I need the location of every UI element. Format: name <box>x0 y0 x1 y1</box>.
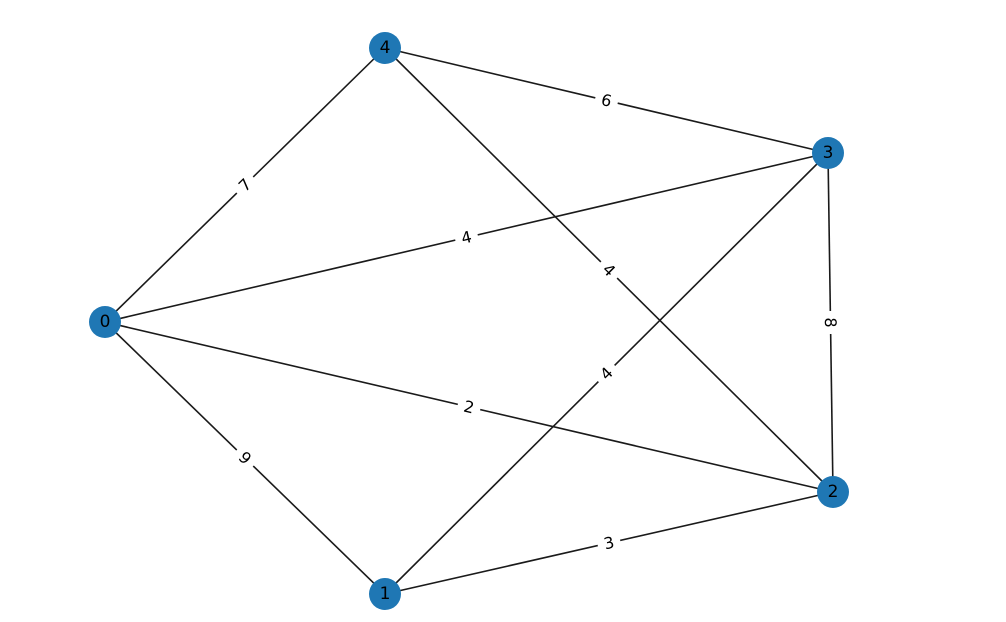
edge-weight-label: 4 <box>459 227 473 248</box>
edge-weight-group-0-2: 2 <box>455 394 483 420</box>
edge-weight-label: 2 <box>462 397 476 418</box>
edge-weight-bg <box>229 442 261 474</box>
graph-node-1 <box>369 578 401 610</box>
node-label-1: 1 <box>380 584 391 604</box>
graph-node-0 <box>89 306 121 338</box>
edge-weight-bg <box>593 254 625 286</box>
edge-weight-bg <box>455 394 483 420</box>
edge-weight-label: 6 <box>599 90 613 111</box>
node-label-2: 2 <box>828 482 839 502</box>
edge-weight-group-3-2: 8 <box>819 310 842 335</box>
node-label-3: 3 <box>823 143 834 163</box>
graph-node-2 <box>817 476 849 508</box>
graph-node-4 <box>369 32 401 64</box>
edge-weight-bg <box>819 310 842 335</box>
edge-weight-group-1-2: 3 <box>595 530 623 556</box>
edge-weight-label: 3 <box>602 533 616 554</box>
edge-weight-label: 8 <box>821 317 840 327</box>
edge-weight-bg <box>452 224 481 251</box>
edge-weight-bg <box>590 357 623 390</box>
edge-weight-group-0-3: 4 <box>452 224 481 251</box>
node-label-4: 4 <box>380 38 391 58</box>
edge-weight-group-0-1: 9 <box>229 442 261 474</box>
edge-weight-bg <box>592 87 621 114</box>
edge-weight-bg <box>229 169 261 201</box>
graph-node-3 <box>812 137 844 169</box>
edge-weight-group-4-3: 6 <box>592 87 621 114</box>
edge-weight-group-4-2: 4 <box>593 254 625 286</box>
edge-weight-group-0-4: 7 <box>229 169 261 201</box>
edge-weight-group-1-3: 4 <box>590 357 623 390</box>
edge-weight-bg <box>595 530 623 556</box>
node-label-0: 0 <box>100 312 111 332</box>
